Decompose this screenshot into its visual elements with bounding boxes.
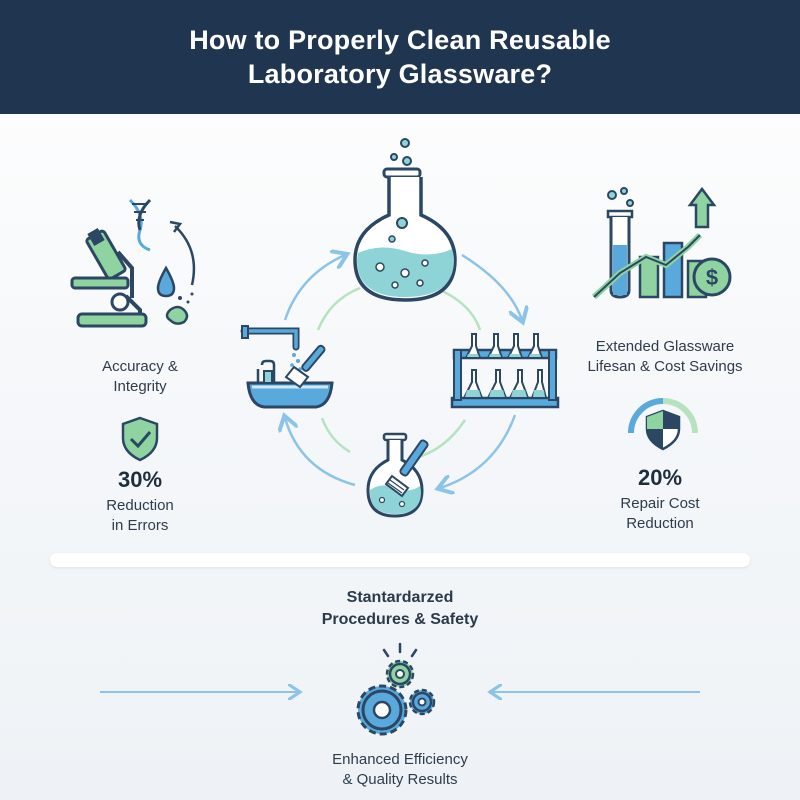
test-tube-rack-icon (450, 333, 560, 409)
bottom-heading-line-2: Procedures & Safety (321, 611, 479, 628)
title-banner: How to Properly Clean Reusable Laborator… (0, 0, 800, 114)
left-heading: Accuracy & Integrity (70, 357, 210, 397)
growth-chart-icon: $ (591, 186, 732, 300)
inner-ring-green-4 (316, 286, 361, 331)
svg-text:$: $ (706, 265, 718, 290)
faucet-sink-icon (240, 325, 334, 409)
left-heading-line-2: Integrity (113, 378, 167, 395)
shield-gauge-icon (628, 398, 698, 451)
right-stat-value: 20% (637, 465, 683, 490)
brush-flask-icon (366, 432, 429, 518)
left-stat-line-2: in Errors (111, 517, 169, 534)
gears-icon (356, 642, 436, 736)
arrow-right-bottom (440, 414, 517, 488)
title-line-2: Laboratory Glassware? (247, 59, 553, 89)
right-stat-line-1: Repair Cost (620, 495, 700, 512)
arrow-bottom-left (285, 418, 356, 487)
arrow-left-top (283, 255, 345, 321)
inner-ring-green-3 (320, 417, 351, 454)
bottom-caption-line-2: & Quality Results (342, 771, 458, 788)
gear-small-top (385, 659, 415, 689)
bottom-caption: Enhanced Efficiency & Quality Results (290, 750, 510, 790)
gear-large (356, 684, 408, 736)
bottom-heading: Stantardarzed Procedures & Safety (250, 587, 550, 631)
left-heading-line-1: Accuracy & (102, 358, 178, 375)
right-heading-line-2: Lifesan & Cost Savings (587, 358, 743, 375)
arrow-top-right (461, 253, 522, 320)
flask-icon (353, 138, 457, 302)
title-line-1: How to Properly Clean Reusable (189, 25, 611, 55)
bottom-heading-line-1: Stantardarzed (346, 589, 454, 606)
gear-small-right (408, 688, 436, 716)
shield-check-icon (121, 416, 159, 462)
right-heading: Extended Glassware Lifesan & Cost Saving… (570, 337, 760, 377)
bottom-caption-line-1: Enhanced Efficiency (332, 751, 468, 768)
left-stat-caption: Reduction in Errors (70, 496, 210, 536)
left-stat-value: 30% (117, 467, 163, 492)
left-stat-line-1: Reduction (106, 497, 174, 514)
section-divider (50, 553, 750, 567)
right-stat-line-2: Reduction (626, 515, 694, 532)
right-stat-caption: Repair Cost Reduction (585, 494, 735, 534)
right-heading-line-1: Extended Glassware (595, 338, 735, 355)
microscope-dna-icon (70, 198, 196, 328)
